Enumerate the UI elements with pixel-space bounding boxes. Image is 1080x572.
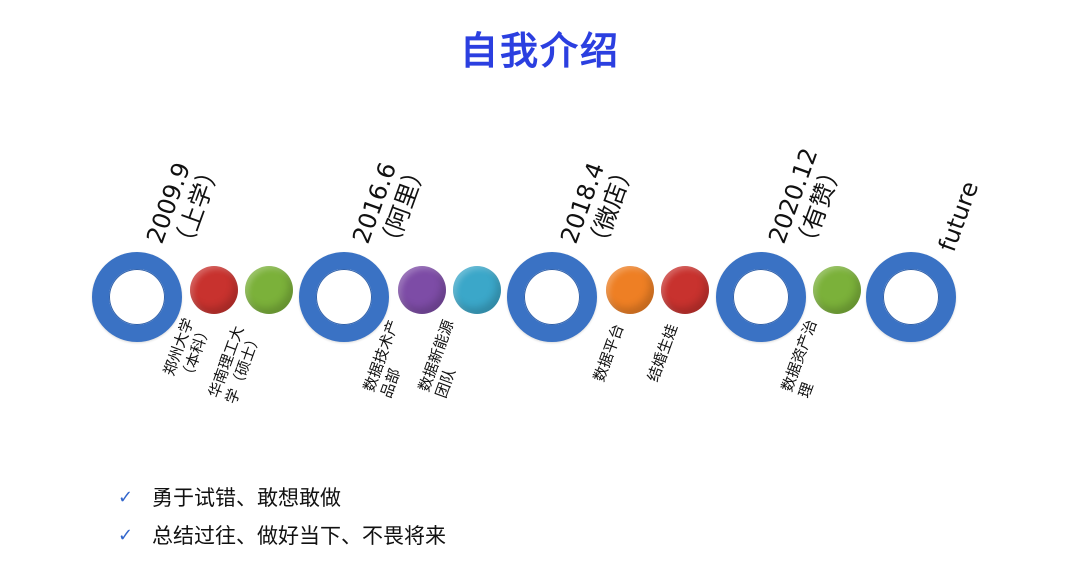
event-dot-data-platform [606,266,654,314]
event-dot-marriage [661,266,709,314]
page-title: 自我介绍 [459,29,620,73]
bullet-item: ✓ 勇于试错、敢想敢做 [118,478,446,516]
milestone-label-2020: 2020.12 （有赞） [763,144,850,257]
milestone-ring-2020 [716,252,806,342]
event-caption-marriage: 结婚生娃 [644,321,682,385]
milestone-ring-2009 [92,252,182,342]
checkmark-icon: ✓ [118,524,134,546]
bullet-text: 勇于试错、敢想敢做 [152,486,341,510]
bullet-list: ✓ 勇于试错、敢想敢做 ✓ 总结过往、做好当下、不畏将来 [118,478,446,554]
milestone-label-2018: 2018.4 （微店） [555,148,641,257]
event-dot-data-energy [453,266,501,314]
milestone-ring-future [866,252,956,342]
event-caption-data-platform: 数据平台 [590,321,628,385]
event-dot-zzu [190,266,238,314]
bullet-text: 总结过往、做好当下、不畏将来 [152,524,446,548]
milestone-ring-2018 [507,252,597,342]
event-dot-data-governance [813,266,861,314]
bullet-item: ✓ 总结过往、做好当下、不畏将来 [118,516,446,554]
event-dot-data-tech [398,266,446,314]
event-caption-data-energy: 数据新能源 团队 [415,317,460,401]
milestone-label-2009: 2009.9 （上学） [141,148,227,257]
milestone-label-future: future [933,177,985,256]
event-dot-scut [245,266,293,314]
milestone-label-2016: 2016.6 （阿里） [347,148,433,257]
milestone-date: future [933,177,985,256]
checkmark-icon: ✓ [118,486,134,508]
milestone-ring-2016 [299,252,389,342]
event-caption-scut: 华南理工大 学（硕士） [205,323,265,407]
